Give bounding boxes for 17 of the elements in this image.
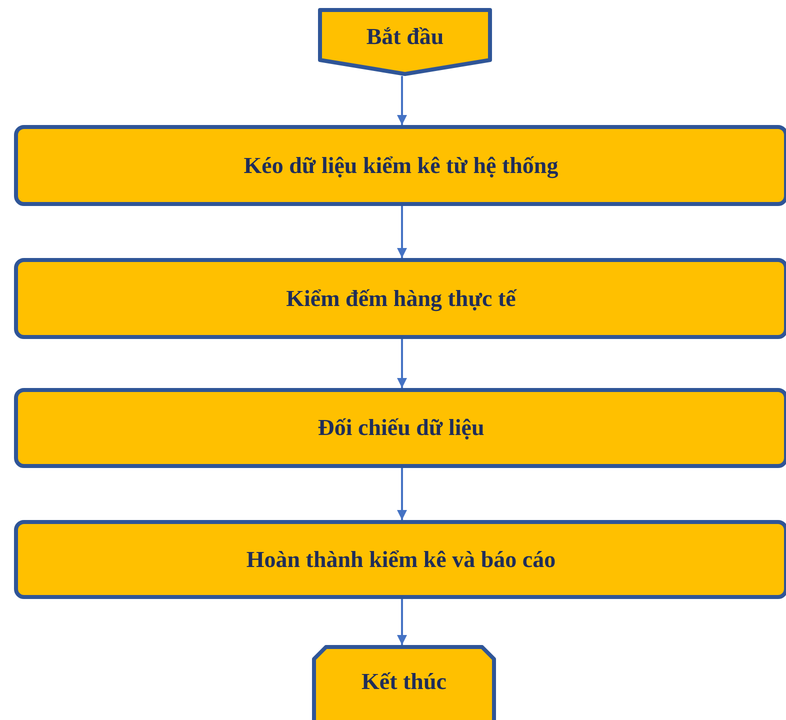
process-box xyxy=(14,388,786,468)
arrow xyxy=(397,206,407,258)
arrow xyxy=(397,599,407,645)
step-label: Kết thúc xyxy=(362,669,446,695)
step-label: Kéo dữ liệu kiểm kê từ hệ thống xyxy=(244,152,558,178)
process-box xyxy=(14,520,786,599)
arrow xyxy=(397,468,407,520)
step-label: Kiểm đếm hàng thực tế xyxy=(286,286,516,312)
step-label: Hoàn thành kiểm kê và báo cáo xyxy=(246,546,556,572)
step-label: Đối chiếu dữ liệu xyxy=(318,415,484,441)
end-terminal xyxy=(312,645,496,720)
process-box xyxy=(14,125,786,206)
arrow xyxy=(397,76,407,125)
start-terminal xyxy=(318,8,492,76)
step-label: Bắt đầu xyxy=(366,24,444,50)
process-box xyxy=(14,258,786,339)
arrow xyxy=(397,339,407,388)
